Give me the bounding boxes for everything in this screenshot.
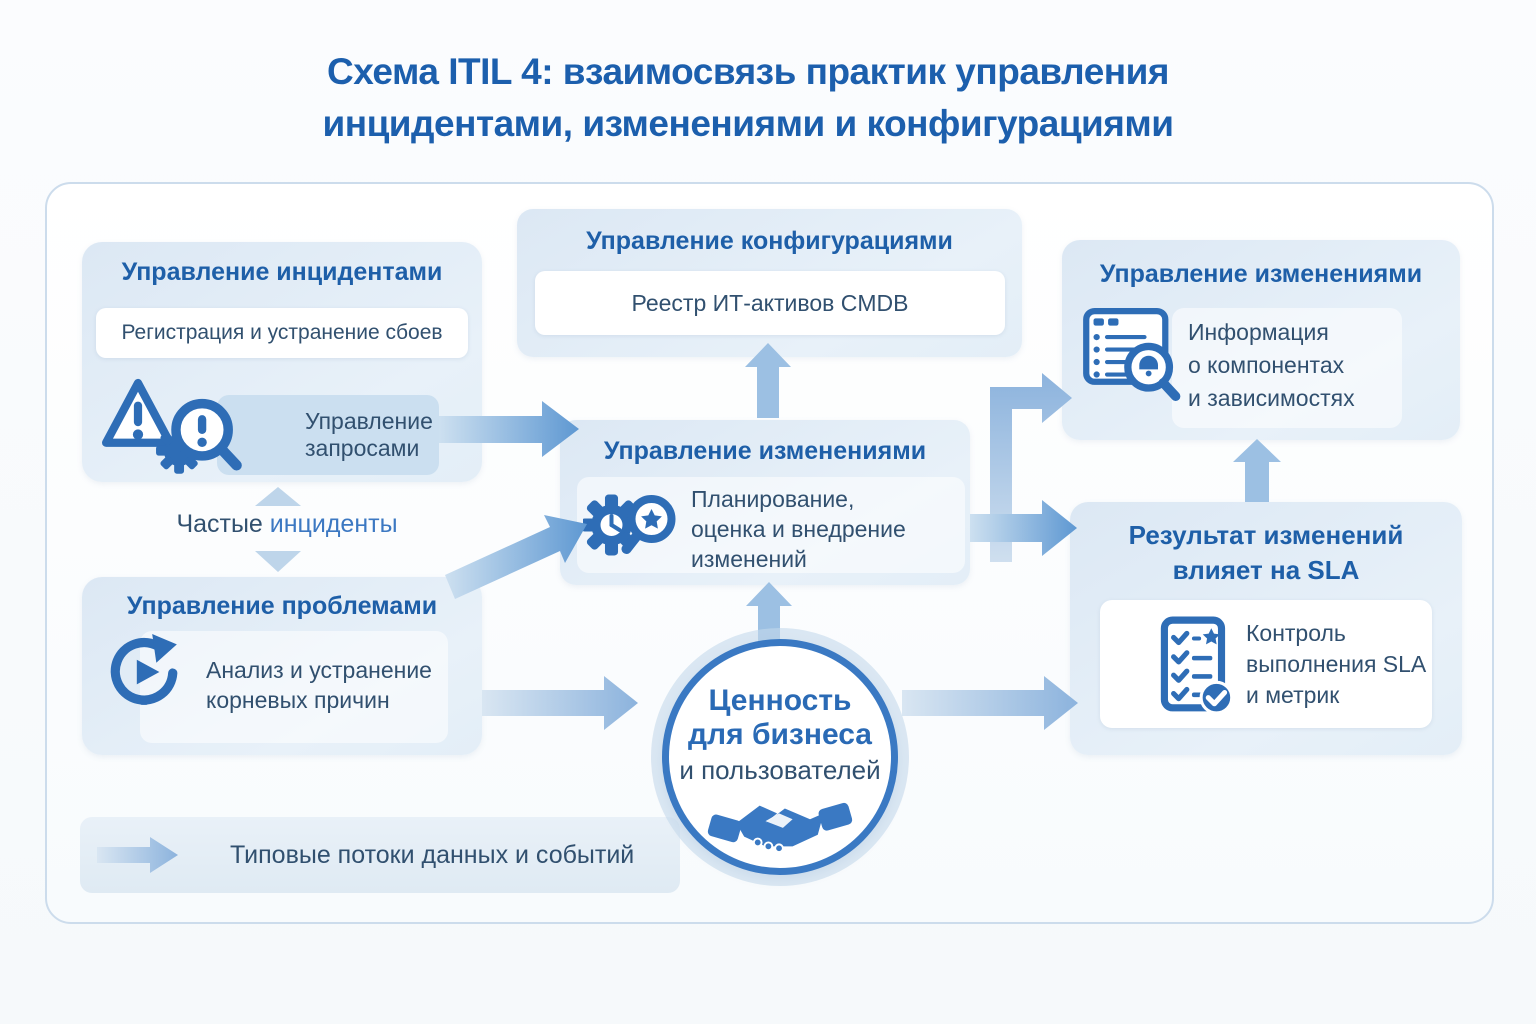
sla-control-line2: выполнения SLA	[1246, 651, 1427, 677]
diagram-title-line2: инцидентами, изменениями и конфигурациям…	[322, 103, 1174, 144]
value-line2: для бизнеса	[688, 718, 872, 751]
request-management-label-line1: Управление	[305, 408, 433, 434]
problem-desc-line1: Анализ и устранение	[206, 657, 432, 683]
sla-control-panel: Контроль выполнения SLA и метрик	[1100, 600, 1432, 728]
arrow-circle-to-sla	[902, 676, 1078, 730]
component-info-panel: Информация о компонентах и зависимостях	[1172, 308, 1402, 428]
handshake-icon	[707, 802, 853, 854]
sla-result-title: Результат изменений влияет на SLA	[1070, 502, 1462, 588]
sla-control-line1: Контроль	[1246, 620, 1346, 646]
diagram-title: Схема ITIL 4: взаимосвязь практик управл…	[168, 46, 1328, 150]
frequent-incidents-word2: инциденты	[269, 510, 398, 538]
incident-management-title: Управление инцидентами	[121, 258, 443, 286]
change-management-right-title: Управление изменениями	[1099, 260, 1423, 288]
diagram-title-line1: Схема ITIL 4: взаимосвязь практик управл…	[327, 51, 1169, 92]
change-desc-line1: Планирование,	[691, 486, 855, 512]
incident-registration-pill: Регистрация и устранение сбоев	[96, 308, 468, 358]
sla-checklist-icon	[1160, 616, 1234, 715]
change-management-center-box: Управление изменениями Планирование, оце…	[560, 420, 970, 585]
request-management-label-line2: запросами	[305, 435, 420, 461]
arrow-incidents-problems-down	[255, 551, 301, 572]
sla-control-line3: и метрик	[1246, 682, 1340, 708]
change-desc-line3: изменений	[691, 546, 807, 572]
change-desc-line2: оценка и внедрение	[691, 516, 906, 542]
change-desc-panel: Планирование, оценка и внедрение изменен…	[577, 477, 965, 573]
request-management-chip: Управление запросами	[217, 395, 439, 475]
legend-bar: Типовые потоки данных и событий	[80, 817, 680, 893]
sla-result-box: Результат изменений влияет на SLA	[1070, 502, 1462, 755]
sla-result-title-line2: влияет на SLA	[1172, 555, 1360, 585]
cmdb-registry-pill: Реестр ИТ-активов CMDB	[535, 271, 1005, 335]
incident-management-box: Управление инцидентами Регистрация и уст…	[82, 242, 482, 482]
problem-management-title: Управление проблемами	[126, 592, 438, 620]
arrow-change-to-right-box-elbow	[990, 373, 1072, 562]
arrow-sla-to-right-box	[1233, 439, 1281, 502]
frequent-incidents-label: Частые инциденты	[167, 510, 407, 539]
change-management-right-box: Управление изменениями Информация о комп…	[1062, 240, 1460, 440]
warning-triangle-icon	[102, 378, 174, 447]
arrow-circle-to-change	[746, 582, 792, 644]
diagram-panel: Типовые потоки данных и событий Управлен…	[45, 182, 1494, 924]
problem-management-box: Управление проблемами Анализ и устранени…	[82, 577, 482, 755]
change-management-center-title: Управление изменениями	[603, 437, 927, 465]
configuration-management-box: Управление конфигурациями Реестр ИТ-акти…	[517, 209, 1022, 357]
legend-label: Типовые потоки данных и событий	[230, 841, 635, 869]
arrow-problems-to-circle	[482, 676, 638, 730]
root-cause-cycle-icon	[110, 634, 178, 705]
component-info-line1: Информация	[1188, 319, 1329, 345]
problem-desc-panel: Анализ и устранение корневых причин	[140, 631, 448, 743]
value-line1: Ценность	[708, 684, 852, 717]
sla-result-title-line1: Результат изменений	[1128, 520, 1404, 550]
value-line3: и пользователей	[679, 755, 881, 785]
problem-desc-line2: корневых причин	[206, 687, 390, 713]
component-info-line3: и зависимостях	[1188, 385, 1355, 411]
gear-magnifier-icon	[583, 494, 676, 556]
configuration-management-title: Управление конфигурациями	[586, 227, 953, 255]
arrow-incidents-problems-up	[255, 487, 301, 506]
arrow-change-to-sla	[970, 500, 1077, 556]
component-info-line2: о компонентах	[1188, 352, 1345, 378]
business-value-circle: Ценность для бизнеса и пользователей	[662, 639, 898, 875]
incident-magnifier-icon	[156, 398, 242, 474]
component-registry-icon	[1083, 307, 1181, 402]
frequent-incidents-word1: Частые	[176, 510, 263, 538]
